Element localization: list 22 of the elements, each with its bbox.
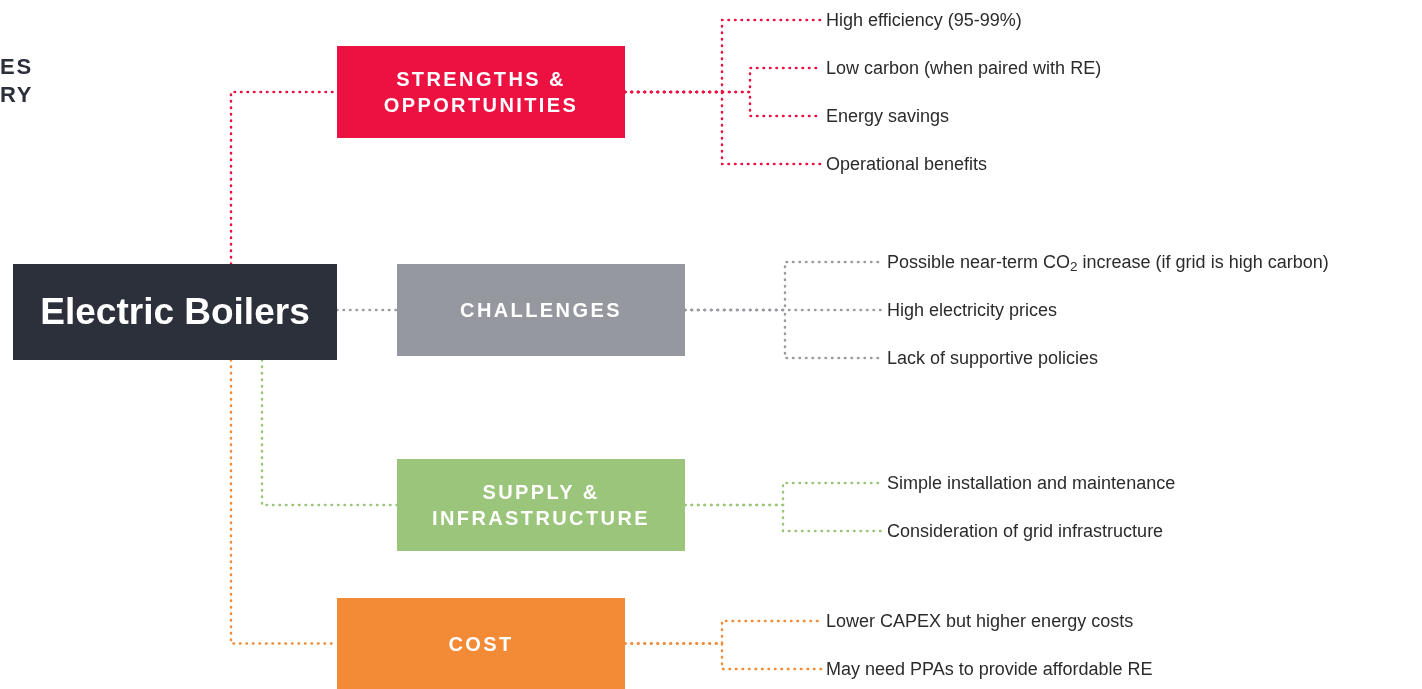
category-box: COST bbox=[337, 598, 625, 689]
heading-fragment: ES bbox=[0, 53, 33, 81]
item-text: High electricity prices bbox=[887, 296, 1117, 324]
item-text: Lack of supportive policies bbox=[887, 344, 1157, 372]
item-text: Low carbon (when paired with RE) bbox=[826, 54, 1156, 82]
heading-fragment: RY bbox=[0, 81, 34, 109]
topic-box: Electric Boilers bbox=[13, 264, 337, 360]
dotted-connector bbox=[683, 503, 885, 533]
item-text: Lower CAPEX but higher energy costs bbox=[826, 607, 1196, 635]
item-text: Simple installation and maintenance bbox=[887, 469, 1257, 497]
dotted-connector bbox=[623, 642, 824, 671]
category-box: STRENGTHS & OPPORTUNITIES bbox=[337, 46, 625, 138]
item-text: Energy savings bbox=[826, 102, 996, 130]
category-box: CHALLENGES bbox=[397, 264, 685, 356]
item-text: Operational benefits bbox=[826, 150, 1036, 178]
item-text: Consideration of grid infrastructure bbox=[887, 517, 1237, 545]
item-text: High efficiency (95-99%) bbox=[826, 6, 1076, 34]
dotted-connector bbox=[260, 358, 399, 507]
item-text: May need PPAs to provide affordable RE bbox=[826, 655, 1216, 683]
category-box: SUPPLY & INFRASTRUCTURE bbox=[397, 459, 685, 551]
item-text: Possible near-term CO$_{2}$ increase (if grid is high carbon) bbox=[887, 248, 1419, 276]
dotted-connector bbox=[623, 90, 824, 166]
